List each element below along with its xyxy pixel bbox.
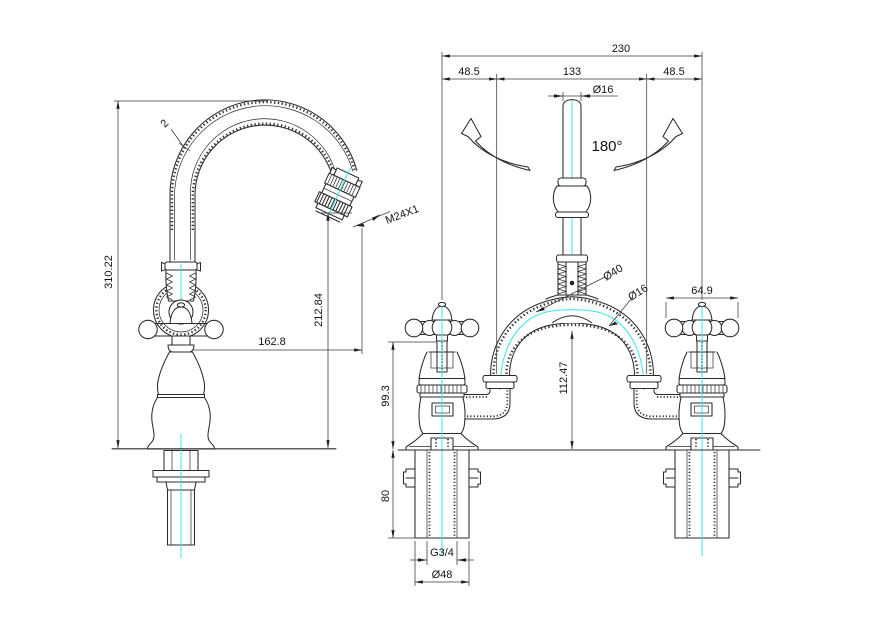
dim-overall-width: 230 [441,43,703,58]
front-view: 230 48.5 133 48.5 Ø16 180° [380,43,761,586]
swivel-angle-label: 180° [591,138,622,155]
dim-shank-length-label: 80 [380,490,392,502]
dim-overall-height-label: 310.22 [103,255,115,289]
dim-right-offset-label: 48.5 [663,66,684,78]
dim-spout-reach: 162.8 [182,228,363,356]
front-valve-assembly [402,301,518,556]
dim-spout-reach-label: 162.8 [258,336,286,348]
dim-overall-height: 310.22 [103,100,268,449]
dim-wall-thickness-label: 2 [158,117,171,130]
dim-body-height-label: 99.3 [380,385,392,406]
spout-base-connector [545,261,599,300]
dim-arch-clearance: 112.47 [558,330,574,450]
front-spout-column [552,99,592,263]
dim-body-height: 99.3 [380,341,436,450]
dim-arch-clearance-label: 112.47 [558,362,570,395]
dim-spout-top-dia: Ø16 [548,84,618,101]
dim-wall-thickness: 2 [158,117,191,152]
dim-outlet-height-label: 212.84 [313,293,325,327]
gooseneck-spout [169,99,358,264]
extension-lines [441,52,703,374]
dim-overall-width-label: 230 [612,43,630,55]
dim-left-offset-label: 48.5 [458,66,479,78]
swivel-arrow-right-icon [613,117,684,172]
dim-handle-width-label: 64.9 [691,285,712,297]
dim-shank-length: 80 [380,449,417,539]
aerator-knurl-band [327,174,357,196]
side-view: 310.22 2 [103,99,421,558]
dim-aerator-thread-label: M24X1 [384,203,421,227]
dim-handle-width: 64.9 [665,285,739,318]
dim-inlet-thread-label: G3/4 [430,547,454,559]
bridge-arch [489,296,655,391]
dim-spout-base-dia-label: Ø40 [601,262,625,283]
dim-spout-top-dia-label: Ø16 [593,84,614,96]
dim-outlet-height: 212.84 [313,212,352,449]
dim-offsets-row: 48.5 133 48.5 [441,66,703,81]
side-valve-assembly [138,261,224,558]
aerator-outlet-knurl [316,192,349,216]
dim-aerator-thread: M24X1 [352,203,421,228]
front-valve-assembly-right [626,301,742,557]
aerator [314,166,363,223]
dim-shank-dia-label: Ø48 [432,569,453,581]
swivel-annotation: 180° [460,117,684,172]
dim-center-span-label: 133 [563,66,581,78]
swivel-arrow-left-icon [460,117,531,172]
dim-inlet-thread: G3/4 [410,541,474,565]
dim-shank-dia: Ø48 [414,541,470,586]
